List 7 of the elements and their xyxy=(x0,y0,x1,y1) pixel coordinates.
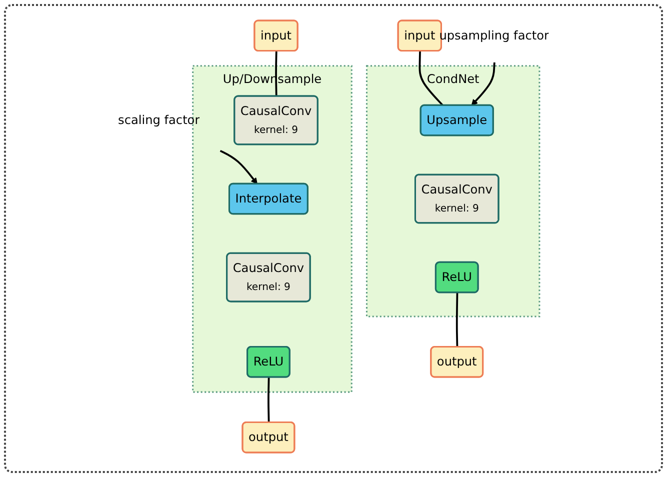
connector xyxy=(268,376,270,422)
arrow xyxy=(220,149,258,184)
node-text: scaling factor xyxy=(118,112,200,127)
arrow xyxy=(471,62,496,106)
connector xyxy=(418,50,444,106)
connector xyxy=(456,292,458,347)
cluster xyxy=(366,64,540,317)
